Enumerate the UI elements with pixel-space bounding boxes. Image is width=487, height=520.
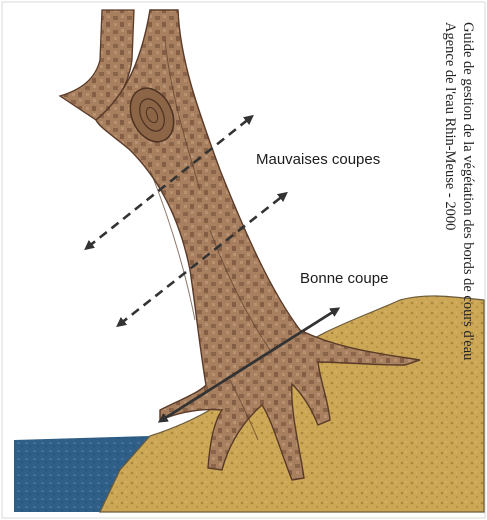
good-cut-label: Bonne coupe <box>300 270 388 287</box>
credit-line-2: Agence de l'eau Rhin-Meuse - 2000 <box>442 22 458 230</box>
credit-line-1: Guide de gestion de la végétation des bo… <box>460 22 476 360</box>
bad-cuts-label: Mauvaises coupes <box>256 151 380 168</box>
